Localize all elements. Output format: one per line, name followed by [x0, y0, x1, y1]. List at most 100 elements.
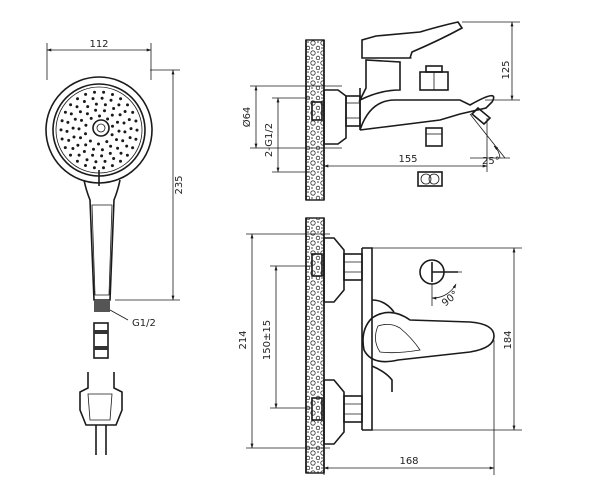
nozzle-dot — [67, 138, 71, 142]
mixer-front-view: 214 150±15 9 — [238, 217, 522, 475]
centers-label: 150±15 — [262, 320, 273, 360]
nozzle-dot — [110, 164, 114, 168]
lever-angle-label: 90° — [440, 289, 461, 309]
hose-nut — [93, 322, 109, 359]
front-depth-label: 168 — [399, 456, 418, 467]
nozzle-dot — [119, 151, 123, 155]
nozzle-dot — [105, 140, 109, 144]
bottom-escutcheon — [323, 379, 345, 445]
nozzle-dot — [94, 102, 98, 106]
nozzle-dot — [82, 100, 86, 103]
nozzle-dot — [131, 146, 135, 150]
nozzle-dot — [109, 144, 113, 148]
nozzle-dot — [60, 137, 64, 141]
nozzle-dot — [110, 133, 114, 137]
nozzle-dot — [84, 92, 88, 96]
nozzle-dot — [112, 157, 116, 160]
escutcheon — [323, 89, 347, 145]
handshower-height-label: 235 — [174, 175, 185, 194]
nozzle-dot — [88, 139, 92, 143]
body-height-label: 184 — [503, 330, 514, 349]
nozzle-dot — [116, 120, 119, 124]
nozzle-dot — [72, 135, 76, 139]
handshower-width-label: 112 — [89, 39, 108, 50]
nozzle-dot — [108, 151, 112, 155]
wall-holder — [79, 372, 123, 426]
nozzle-dot — [103, 159, 107, 163]
nozzle-dot — [69, 103, 73, 107]
lever-handle — [361, 21, 464, 59]
nozzle-dot — [126, 103, 129, 107]
nozzle-dot — [102, 90, 106, 94]
nozzle-dot — [69, 153, 72, 157]
nozzle-dot — [102, 166, 105, 170]
nozzle-dot — [78, 110, 82, 114]
nozzle-dot — [89, 116, 93, 120]
nozzle-dot — [63, 110, 67, 114]
lever-rotation-symbol: 90° — [419, 259, 462, 309]
nozzle-dot — [123, 130, 127, 134]
thread-connector — [94, 300, 110, 312]
nozzle-dot — [75, 105, 79, 109]
nozzle-dot — [77, 153, 81, 157]
nozzle-dot — [92, 147, 95, 151]
nozzle-dot — [118, 113, 122, 117]
nozzle-dot — [100, 96, 104, 100]
nozzle-dot — [94, 160, 98, 164]
nozzle-dot — [85, 112, 89, 116]
nozzle-dot — [84, 143, 88, 147]
diameter-label: Ø64 — [241, 107, 253, 128]
nozzle-dot — [82, 150, 86, 153]
nozzle-dot — [135, 128, 139, 132]
top-escutcheon — [323, 237, 345, 303]
nozzle-dot — [134, 119, 138, 123]
nozzle-dot — [115, 138, 118, 142]
shower-outlet — [425, 127, 443, 147]
nozzle-dot — [71, 126, 75, 130]
nozzle-dot — [125, 144, 129, 148]
nozzle-dot — [117, 129, 121, 133]
nozzle-dot — [129, 127, 133, 131]
nozzle-dot — [121, 139, 125, 143]
nozzle-dot — [97, 142, 100, 146]
nozzle-dot — [112, 107, 116, 110]
nozzle-dot — [79, 136, 82, 140]
nozzle-dot — [93, 90, 96, 94]
nozzle-dot — [80, 118, 83, 122]
nozzle-dot — [65, 129, 69, 133]
nozzle-dot — [66, 120, 70, 124]
lever-front — [362, 311, 495, 363]
nozzle-dot — [128, 136, 132, 140]
inlet-label: 2-G1/2 — [264, 123, 275, 157]
nozzle-dot — [86, 105, 90, 109]
nozzle-dot — [73, 117, 77, 121]
nozzle-dot — [119, 159, 122, 163]
spout-body — [359, 88, 495, 131]
nozzle-dot — [77, 127, 81, 131]
side-length-label: 155 — [398, 154, 417, 165]
nozzle-dot — [103, 109, 106, 113]
nozzle-dot — [125, 153, 129, 157]
handshower-thread-label: G1/2 — [132, 318, 156, 329]
nozzle-dot — [109, 98, 113, 102]
nozzle-dot — [116, 146, 120, 150]
spray-nozzles — [59, 90, 139, 170]
nozzle-dot — [106, 117, 110, 121]
mixer-side-view: Ø64 2-G1/2 125 155 — [241, 21, 520, 201]
nozzle-dot — [100, 154, 104, 158]
nozzle-dot — [76, 143, 80, 147]
side-height-label: 125 — [501, 60, 512, 79]
nozzle-dot — [110, 113, 114, 117]
nozzle-dot — [84, 123, 88, 127]
nozzle-dot — [60, 119, 64, 123]
nozzle-dot — [84, 164, 87, 167]
nozzle-dot — [91, 153, 95, 157]
nozzle-dot — [103, 103, 107, 107]
spout-angle-label: 25° — [482, 156, 500, 167]
nozzle-dot — [76, 97, 79, 101]
nozzle-dot — [100, 148, 104, 152]
nozzle-dot — [63, 146, 67, 150]
nozzle-dot — [69, 112, 73, 116]
nozzle-dot — [122, 121, 126, 125]
nozzle-dot — [123, 110, 127, 113]
